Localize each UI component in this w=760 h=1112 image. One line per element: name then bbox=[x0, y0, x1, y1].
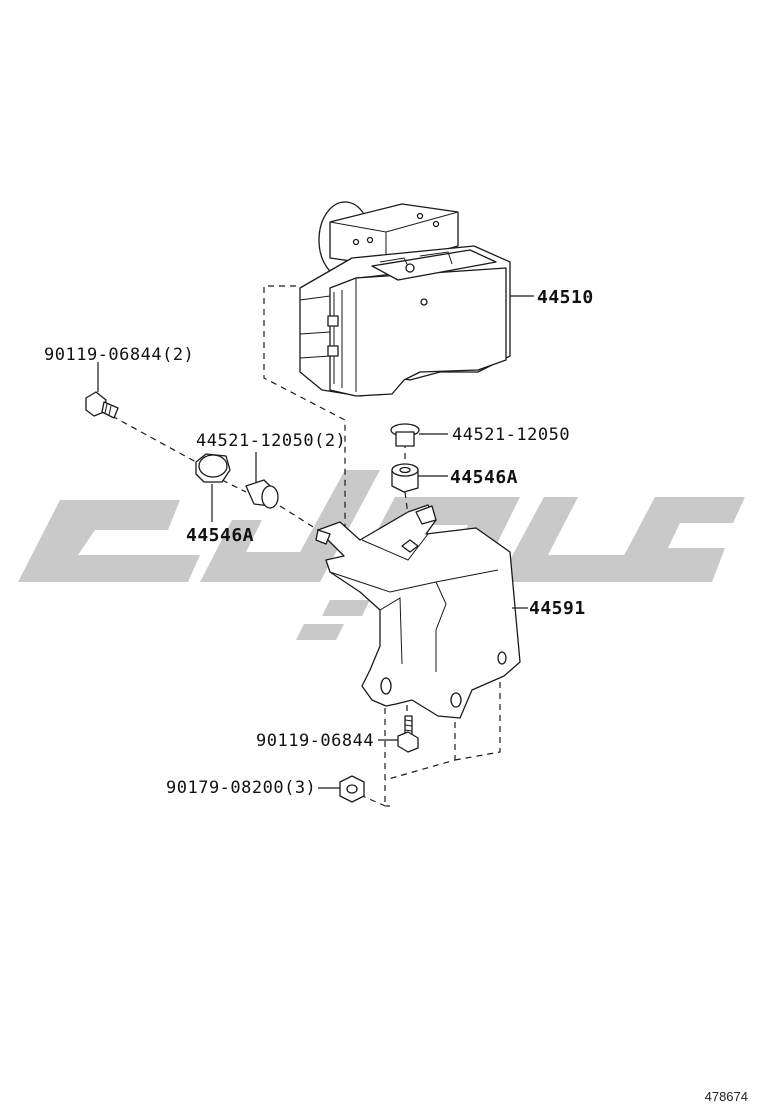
bolt-top-left[interactable] bbox=[85, 362, 119, 419]
callout-90179-08200-3: 90179-08200(3) bbox=[166, 778, 316, 798]
callout-44546a-left: 44546A bbox=[186, 525, 254, 546]
cushion-left[interactable] bbox=[195, 453, 231, 522]
callout-44521-12050: 44521-12050 bbox=[452, 425, 570, 445]
callout-44521-12050-2: 44521-12050(2) bbox=[196, 431, 346, 451]
callout-90119-06844-2: 90119-06844(2) bbox=[44, 345, 194, 365]
collar-left[interactable] bbox=[245, 452, 279, 509]
figure-id: 478674 bbox=[704, 1089, 748, 1104]
callout-44546a-right: 44546A bbox=[450, 467, 518, 488]
callout-44510: 44510 bbox=[537, 287, 594, 308]
callout-90119-06844: 90119-06844 bbox=[256, 731, 374, 751]
bracket[interactable] bbox=[315, 504, 528, 719]
abs-actuator-assembly[interactable] bbox=[299, 201, 534, 397]
bolt-bottom[interactable] bbox=[378, 715, 419, 753]
collar-right[interactable] bbox=[390, 423, 448, 447]
nut-bottom[interactable] bbox=[318, 775, 365, 803]
callout-44591: 44591 bbox=[529, 598, 586, 619]
cushion-right[interactable] bbox=[391, 463, 448, 493]
